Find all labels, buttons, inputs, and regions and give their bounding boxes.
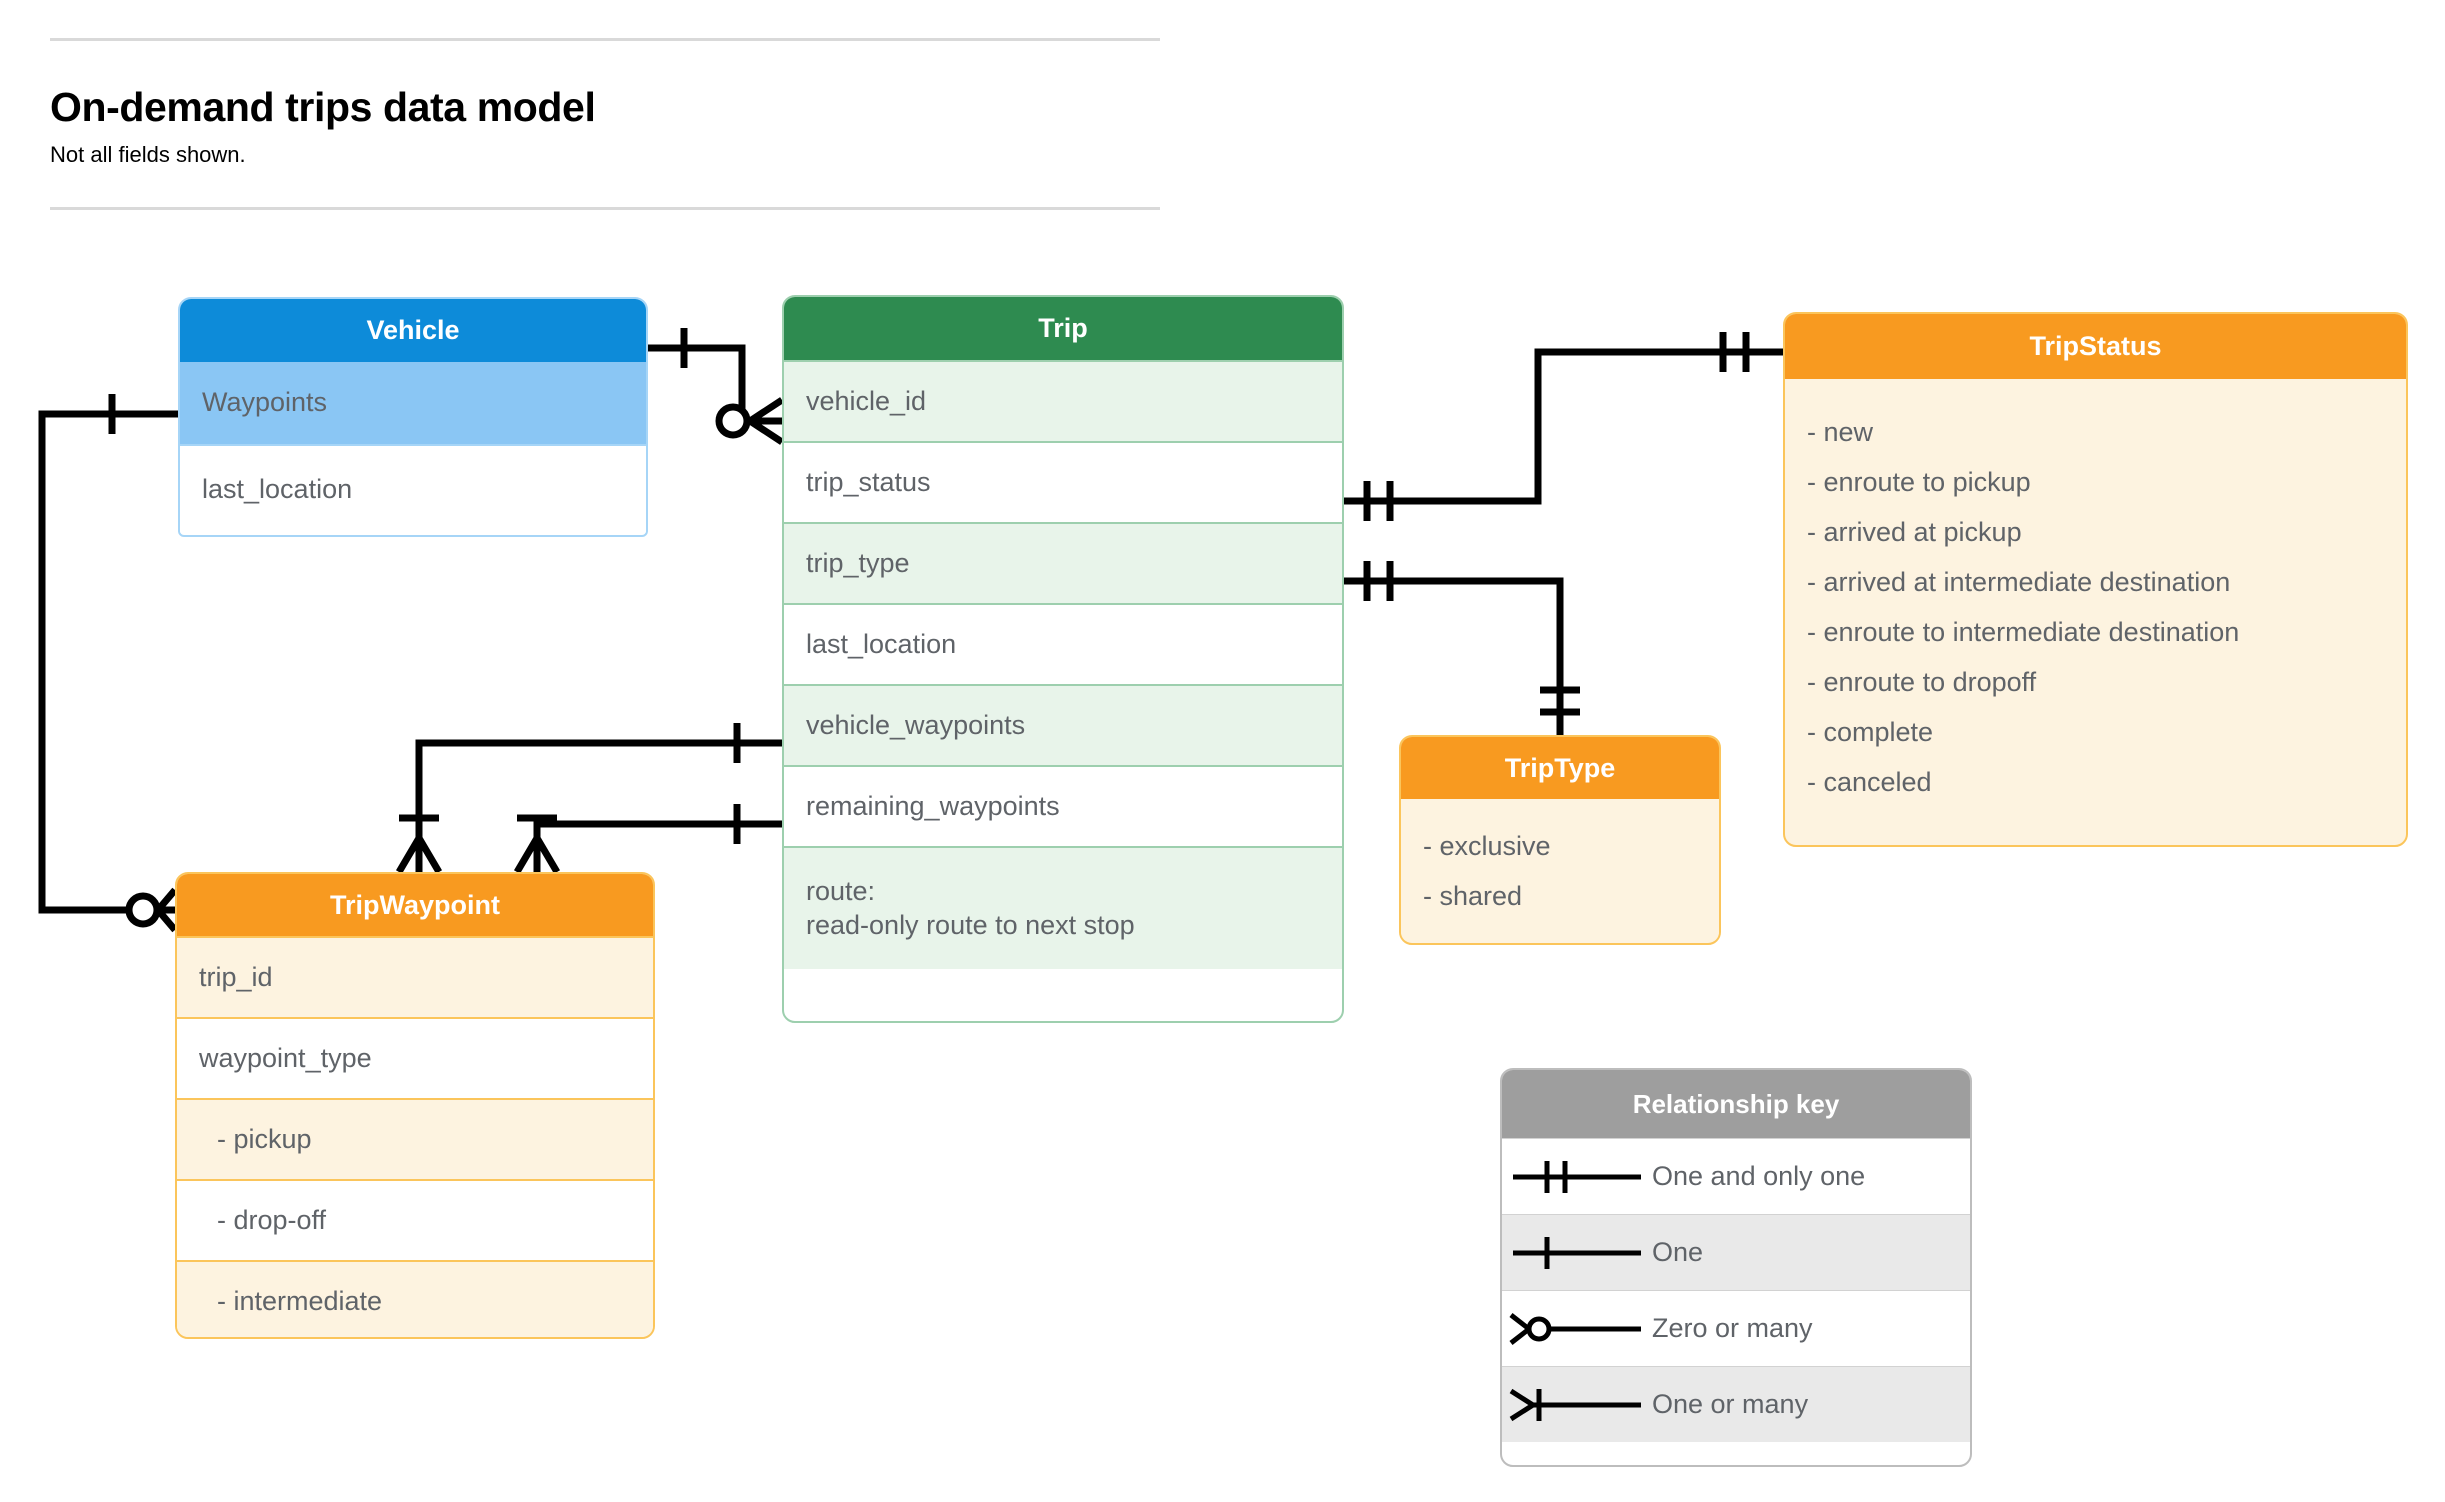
- header-top-divider: [50, 38, 1160, 41]
- zero-circle: [715, 403, 751, 439]
- entity-trip-title: Trip: [784, 297, 1342, 360]
- field-vehicle-waypoints[interactable]: Waypoints: [180, 362, 646, 444]
- entity-tripwaypoint-body: trip_id waypoint_type - pickup - drop-of…: [177, 936, 653, 1337]
- field-trip-last-location[interactable]: last_location: [784, 603, 1342, 684]
- field-trip-trip-status[interactable]: trip_status: [784, 441, 1342, 522]
- field-trip-vehicle-id[interactable]: vehicle_id: [784, 360, 1342, 441]
- tripstatus-value: - complete: [1807, 717, 1934, 747]
- tripwaypoint-value-dropoff: - drop-off: [177, 1179, 653, 1260]
- crowsfoot: [513, 836, 561, 874]
- field-trip-route-description: read-only route to next stop: [806, 909, 1135, 940]
- connector-trip-type-to-triptype: [1344, 561, 1580, 735]
- key-row-zero-or-many: Zero or many: [1502, 1290, 1970, 1366]
- key-row-one: One: [1502, 1214, 1970, 1290]
- entity-tripstatus-title: TripStatus: [1785, 314, 2406, 379]
- zero-or-many-icon: [1502, 1306, 1652, 1352]
- tripstatus-value: - canceled: [1807, 767, 1932, 797]
- entity-tripstatus[interactable]: TripStatus - new - enroute to pickup - a…: [1783, 312, 2408, 847]
- triptype-value: - shared: [1423, 881, 1523, 911]
- connector-trip-status-to-tripstatus: [1344, 332, 1783, 521]
- entity-trip[interactable]: Trip vehicle_id trip_status trip_type la…: [782, 295, 1344, 1023]
- crowsfoot: [748, 397, 784, 445]
- relationship-key-legend: Relationship key One and only one One: [1500, 1068, 1972, 1467]
- entity-trip-body: vehicle_id trip_status trip_type last_lo…: [784, 360, 1342, 969]
- crowsfoot: [155, 887, 178, 933]
- relationship-key-title: Relationship key: [1502, 1070, 1970, 1138]
- connector-trip-vehicle-waypoints-to-tripwaypoint: [395, 723, 782, 874]
- entity-triptype[interactable]: TripType - exclusive - shared: [1399, 735, 1721, 945]
- key-row-one-or-many: One or many: [1502, 1366, 1970, 1442]
- entity-vehicle-body: Waypoints last_location: [180, 362, 646, 533]
- key-label: Zero or many: [1652, 1313, 1813, 1343]
- entity-triptype-title: TripType: [1401, 737, 1719, 799]
- field-trip-trip-type[interactable]: trip_type: [784, 522, 1342, 603]
- tripstatus-value: - enroute to dropoff: [1807, 667, 2037, 697]
- tripstatus-value: - arrived at pickup: [1807, 517, 2022, 547]
- one-and-only-one-icon: [1502, 1154, 1652, 1200]
- entity-tripwaypoint-title: TripWaypoint: [177, 874, 653, 936]
- entity-vehicle[interactable]: Vehicle Waypoints last_location: [178, 297, 648, 537]
- one-or-many-icon: [1502, 1382, 1652, 1428]
- tripwaypoint-value-intermediate: - intermediate: [177, 1260, 653, 1337]
- page-title: On-demand trips data model: [50, 84, 596, 130]
- triptype-value: - exclusive: [1423, 831, 1551, 861]
- entity-tripwaypoint[interactable]: TripWaypoint trip_id waypoint_type - pic…: [175, 872, 655, 1339]
- key-row-one-and-only-one: One and only one: [1502, 1138, 1970, 1214]
- field-trip-route-label: route:: [806, 875, 876, 906]
- field-tripwaypoint-waypoint-type[interactable]: waypoint_type: [177, 1017, 653, 1098]
- entity-triptype-values: - exclusive - shared: [1401, 799, 1719, 941]
- tripstatus-value: - new: [1807, 417, 1874, 447]
- crowsfoot: [395, 836, 443, 874]
- entity-vehicle-title: Vehicle: [180, 299, 646, 362]
- field-trip-remaining-waypoints[interactable]: remaining_waypoints: [784, 765, 1342, 846]
- tripstatus-value: - enroute to pickup: [1807, 467, 2031, 497]
- field-trip-vehicle-waypoints[interactable]: vehicle_waypoints: [784, 684, 1342, 765]
- zero-circle: [125, 892, 161, 928]
- field-vehicle-last-location[interactable]: last_location: [180, 444, 646, 533]
- field-tripwaypoint-trip-id[interactable]: trip_id: [177, 936, 653, 1017]
- key-label: One and only one: [1652, 1161, 1866, 1191]
- connector-vehicle-to-trip-vehicle-id: [648, 328, 784, 445]
- connector-vehicle-waypoints-to-tripwaypoint: [38, 394, 178, 933]
- entity-tripstatus-values: - new - enroute to pickup - arrived at p…: [1785, 379, 2406, 827]
- page-subtitle: Not all fields shown.: [50, 142, 246, 168]
- one-icon: [1502, 1230, 1652, 1276]
- tripstatus-value: - arrived at intermediate destination: [1807, 567, 2231, 597]
- header-bottom-divider: [50, 207, 1160, 210]
- key-label: One: [1652, 1237, 1704, 1267]
- tripstatus-value: - enroute to intermediate destination: [1807, 617, 2240, 647]
- key-label: One or many: [1652, 1389, 1809, 1419]
- field-trip-route[interactable]: route: read-only route to next stop: [784, 846, 1342, 969]
- tripwaypoint-value-pickup: - pickup: [177, 1098, 653, 1179]
- document-header: On-demand trips data model Not all field…: [50, 38, 1160, 168]
- connector-trip-remaining-waypoints-to-tripwaypoint: [513, 804, 782, 874]
